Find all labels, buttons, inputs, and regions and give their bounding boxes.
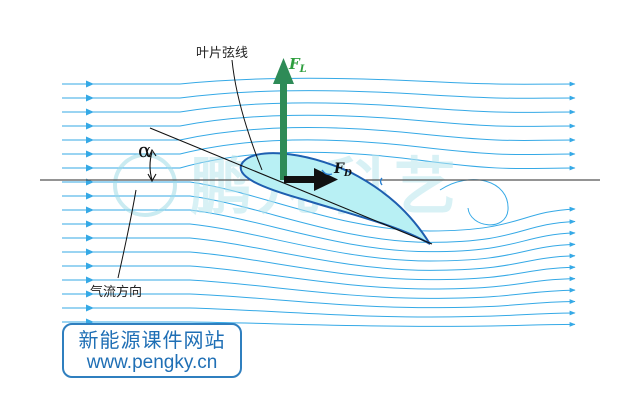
streamline-arrow-icon <box>86 276 94 284</box>
streamline <box>62 223 576 262</box>
streamlines <box>62 77 576 327</box>
angle-alpha-label: α <box>138 138 152 162</box>
streamline <box>62 237 576 271</box>
streamline-arrow-icon <box>86 80 94 88</box>
streamline <box>62 151 576 171</box>
chord-line <box>149 127 433 245</box>
streamline-arrow-icon <box>86 136 94 144</box>
streamline <box>62 139 576 157</box>
streamline-arrow-icon <box>86 94 94 102</box>
streamline <box>62 127 576 143</box>
angle-arc <box>149 151 153 181</box>
flow-direction-label: 气流方向 <box>90 284 142 300</box>
streamline-arrow-icon <box>86 234 94 242</box>
watermark-seal-icon <box>113 153 177 217</box>
streamline-arrow-icon <box>86 108 94 116</box>
angle-arrowhead-down <box>147 173 157 183</box>
chord-leader-line <box>231 59 263 171</box>
vortex-arrow <box>321 169 333 176</box>
streamline-arrow-icon <box>86 192 94 200</box>
site-badge: 新能源课件网站 www.pengky.cn <box>62 323 242 378</box>
streamline <box>62 102 576 115</box>
streamline <box>62 195 576 243</box>
streamline <box>62 209 576 253</box>
drag-arrow <box>284 168 338 191</box>
angle-arrowhead-up <box>148 148 157 158</box>
streamline <box>62 77 576 87</box>
lift-arrow <box>273 58 294 180</box>
streamline <box>62 279 576 299</box>
streamline <box>62 293 576 309</box>
streamline-arrow-icon <box>86 262 94 270</box>
streamline <box>62 114 576 129</box>
streamline <box>62 251 576 281</box>
vortex-arrow <box>379 177 383 186</box>
streamline-arrow-icon <box>86 164 94 172</box>
chord-line-label: 叶片弦线 <box>196 45 248 61</box>
streamline-arrow-icon <box>86 290 94 298</box>
badge-title: 新能源课件网站 <box>78 328 226 352</box>
lift-force-label: FL <box>288 55 307 75</box>
streamline-arrow-icon <box>86 150 94 158</box>
streamline-arrow-icon <box>86 304 94 312</box>
drag-force-label: FD <box>333 161 352 179</box>
badge-url[interactable]: www.pengky.cn <box>86 352 218 373</box>
streamline-arrow-icon <box>86 206 94 214</box>
streamline-arrow-icon <box>86 220 94 228</box>
airfoil-blade <box>239 152 431 245</box>
streamline <box>62 321 576 327</box>
streamline-arrow-icon <box>86 248 94 256</box>
flow-direction-leader <box>117 189 137 279</box>
streamline <box>62 307 576 318</box>
streamline-arrow-icon <box>86 122 94 130</box>
streamline <box>62 90 576 101</box>
streamline <box>62 265 576 290</box>
